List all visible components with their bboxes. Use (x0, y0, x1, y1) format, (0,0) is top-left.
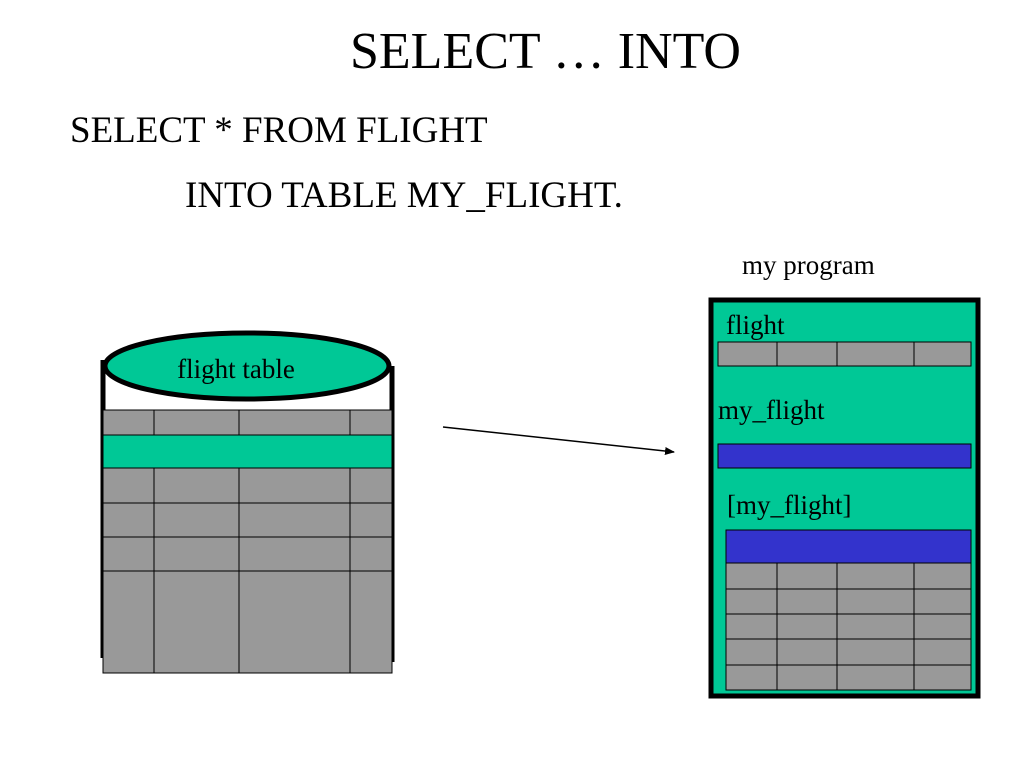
internal-table-header (725, 529, 972, 564)
db-table-grid (102, 409, 393, 674)
db-header-row (102, 409, 393, 436)
slide-title: SELECT … INTO (350, 23, 741, 80)
flight-structure (717, 341, 972, 367)
program-box: flight my_flight [my_flight] (708, 297, 981, 699)
internal-table-rows (725, 562, 972, 691)
db-table-label: flight table (177, 354, 295, 384)
flight-label: flight (726, 310, 785, 340)
work-area-bar (717, 443, 972, 469)
database-cylinder: flight table (100, 330, 395, 674)
internal-table (725, 529, 972, 691)
cylinder-top (102, 330, 392, 402)
code-line-into: INTO TABLE MY_FLIGHT. (185, 175, 623, 216)
internal-table-label: [my_flight] (727, 490, 851, 520)
transfer-arrow (442, 426, 675, 456)
work-area-label: my_flight (718, 395, 825, 425)
db-selected-row (102, 434, 393, 469)
code-line-select: SELECT * FROM FLIGHT (70, 110, 488, 151)
program-label: my program (742, 250, 875, 280)
